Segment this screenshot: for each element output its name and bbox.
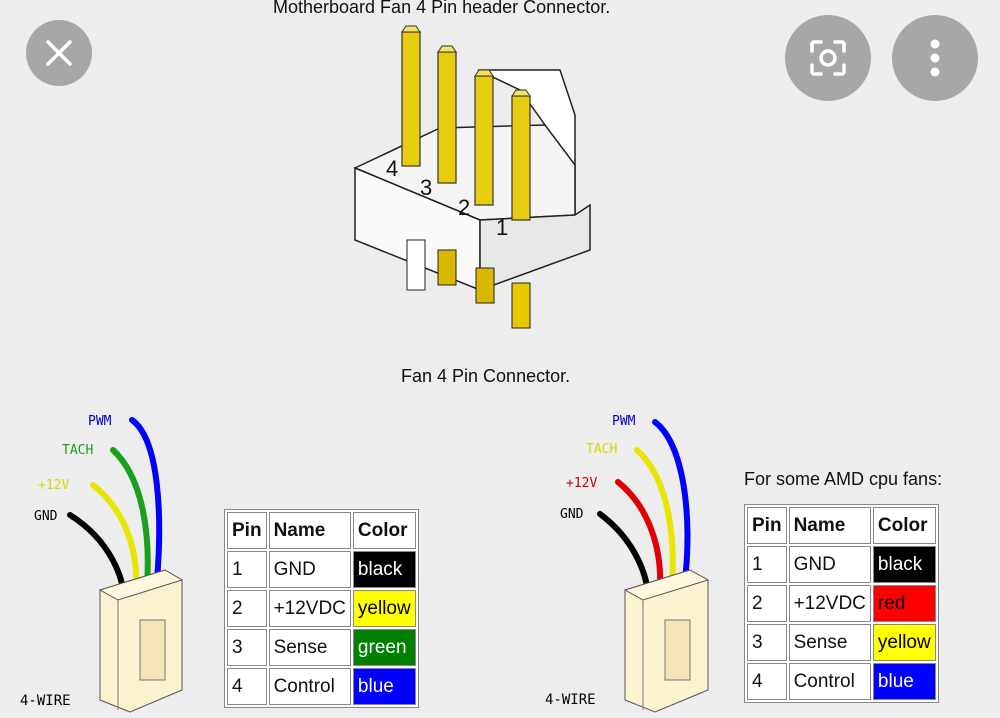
header-pin-number: 4 bbox=[386, 156, 398, 181]
header-pin-tip bbox=[511, 89, 531, 97]
wire-label-pwm: PWM bbox=[612, 414, 636, 429]
wire-label-12v: +12V bbox=[38, 478, 69, 493]
pin-cell: 4 bbox=[747, 663, 787, 700]
table-row: 2 +12VDC red bbox=[747, 585, 936, 622]
header-pin-number: 2 bbox=[458, 195, 470, 220]
name-cell: GND bbox=[268, 551, 351, 588]
pin-cell: 2 bbox=[227, 590, 267, 627]
close-icon bbox=[46, 40, 72, 66]
color-cell: black bbox=[352, 551, 416, 588]
header-pin bbox=[474, 75, 494, 206]
color-cell: yellow bbox=[352, 590, 416, 627]
color-cell: red bbox=[872, 585, 936, 622]
pin-cell: 3 bbox=[227, 629, 267, 666]
close-button[interactable] bbox=[26, 20, 92, 86]
column-header-pin: Pin bbox=[227, 512, 267, 549]
wire-label-tach: TACH bbox=[586, 442, 617, 457]
header-pin bbox=[511, 95, 531, 221]
wire-label-gnd: GND bbox=[34, 509, 58, 524]
header-pin bbox=[401, 31, 421, 167]
table-row: 3 Sense green bbox=[227, 629, 416, 666]
pinout-table-left: Pin Name Color 1 GND black 2 +12VDC yell… bbox=[224, 509, 419, 708]
fan-connector-diagram-left: PWM TACH +12V GND 4-WIRE bbox=[20, 414, 184, 713]
fan-connector-diagram-right: PWM TACH +12V GND 4-WIRE bbox=[545, 414, 710, 713]
table-row: 4 Control blue bbox=[747, 663, 936, 700]
wire-label-gnd: GND bbox=[560, 507, 584, 522]
color-cell: green bbox=[352, 629, 416, 666]
header-pin-number: 3 bbox=[420, 175, 432, 200]
pinout-table-amd: Pin Name Color 1 GND black 2 +12VDC red … bbox=[744, 504, 939, 703]
wire-type-label: 4-WIRE bbox=[545, 692, 596, 708]
header-connector-title: Motherboard Fan 4 Pin header Connector. bbox=[273, 0, 611, 17]
column-header-color: Color bbox=[872, 507, 936, 544]
table-row: 3 Sense yellow bbox=[747, 624, 936, 661]
header-connector-illustration: 4 3 2 1 bbox=[353, 25, 591, 329]
name-cell: Sense bbox=[788, 624, 871, 661]
color-cell: yellow bbox=[872, 624, 936, 661]
name-cell: +12VDC bbox=[268, 590, 351, 627]
pin-cell: 1 bbox=[227, 551, 267, 588]
pin-cell: 3 bbox=[747, 624, 787, 661]
table-row: 1 GND black bbox=[747, 546, 936, 583]
wire-label-pwm: PWM bbox=[88, 414, 112, 429]
table-row: 2 +12VDC yellow bbox=[227, 590, 416, 627]
name-cell: Control bbox=[268, 668, 351, 705]
more-vertical-icon bbox=[930, 39, 940, 77]
header-pin bbox=[437, 51, 457, 184]
pin-cell: 2 bbox=[747, 585, 787, 622]
lens-button[interactable] bbox=[785, 15, 871, 101]
table-row: 1 GND black bbox=[227, 551, 416, 588]
column-header-pin: Pin bbox=[747, 507, 787, 544]
header-pin-tip bbox=[437, 45, 457, 53]
pin-cell: 4 bbox=[227, 668, 267, 705]
color-cell: black bbox=[872, 546, 936, 583]
fan-connector-title: Fan 4 Pin Connector. bbox=[401, 366, 571, 386]
name-cell: Sense bbox=[268, 629, 351, 666]
lens-icon bbox=[810, 40, 846, 76]
amd-fans-title: For some AMD cpu fans: bbox=[744, 469, 943, 489]
name-cell: +12VDC bbox=[788, 585, 871, 622]
column-header-name: Name bbox=[788, 507, 871, 544]
column-header-color: Color bbox=[352, 512, 416, 549]
header-pin-tip bbox=[474, 69, 494, 77]
wire-label-tach: TACH bbox=[62, 443, 93, 458]
name-cell: Control bbox=[788, 663, 871, 700]
header-pin-tip bbox=[401, 25, 421, 33]
wire-type-label: 4-WIRE bbox=[20, 693, 71, 709]
table-row: 4 Control blue bbox=[227, 668, 416, 705]
header-pin-number: 1 bbox=[496, 215, 508, 240]
name-cell: GND bbox=[788, 546, 871, 583]
column-header-name: Name bbox=[268, 512, 351, 549]
more-options-button[interactable] bbox=[892, 15, 978, 101]
color-cell: blue bbox=[352, 668, 416, 705]
wire-label-12v: +12V bbox=[566, 476, 597, 491]
pin-cell: 1 bbox=[747, 546, 787, 583]
color-cell: blue bbox=[872, 663, 936, 700]
